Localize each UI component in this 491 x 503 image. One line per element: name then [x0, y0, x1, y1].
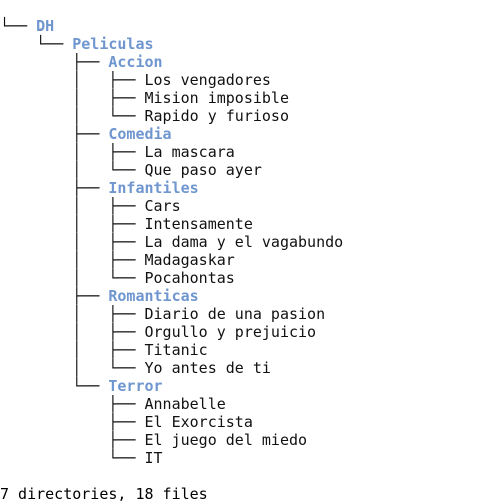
tree-branch-connector: │ ├──: [0, 89, 145, 107]
tree-file-row: │ ├── La dama y el vagabundo: [0, 233, 343, 251]
file-name: Que paso ayer: [144, 161, 262, 179]
file-name: Orgullo y prejuicio: [144, 323, 317, 341]
tree-root-label: .: [36, 17, 46, 35]
tree-branch-connector: │ ├──: [0, 215, 145, 233]
tree-branch-connector: │ ├──: [0, 71, 145, 89]
tree-file-row: │ ├── Diario de una pasion: [0, 305, 343, 323]
file-name: Los vengadores: [144, 71, 271, 89]
file-name: El Exorcista: [144, 413, 253, 431]
tree-directory-row: ├── Accion: [0, 53, 343, 71]
tree-branch-connector: └──: [0, 449, 145, 467]
tree-summary: 7 directories, 18 files: [0, 485, 208, 503]
tree-branch-connector: │ └──: [0, 269, 145, 287]
directory-name: Infantiles: [108, 179, 199, 197]
file-name: Madagaskar: [144, 251, 235, 269]
directory-name: Terror: [108, 377, 163, 395]
directory-name: DH: [36, 17, 55, 35]
directory-name: Comedia: [108, 125, 172, 143]
file-name: Pocahontas: [144, 269, 235, 287]
file-name: Diario de una pasion: [144, 305, 326, 323]
tree-file-row: │ ├── Los vengadores: [0, 71, 343, 89]
tree-directory-row: └── Terror: [0, 377, 343, 395]
file-name: Intensamente: [144, 215, 253, 233]
file-name: Yo antes de ti: [144, 359, 271, 377]
tree-branch-connector: ├──: [0, 413, 145, 431]
tree-branch-connector: │ └──: [0, 359, 145, 377]
tree-branch-connector: ├──: [0, 125, 109, 143]
tree-branch-connector: │ └──: [0, 107, 145, 125]
tree-file-row: │ ├── Titanic: [0, 341, 343, 359]
tree-branch-connector: ├──: [0, 179, 109, 197]
tree-branch-connector: ├──: [0, 431, 145, 449]
tree-file-row: ├── El Exorcista: [0, 413, 343, 431]
tree-directory-row: ├── Comedia: [0, 125, 343, 143]
file-name: La mascara: [144, 143, 235, 161]
file-name: Mision imposible: [144, 89, 290, 107]
tree-directory-row: └── DH: [0, 17, 343, 35]
directory-name: Peliculas: [72, 35, 154, 53]
file-name: IT: [144, 449, 163, 467]
directory-name: Accion: [108, 53, 163, 71]
tree-file-row: │ ├── Cars: [0, 197, 343, 215]
tree-file-row: │ ├── Orgullo y prejuicio: [0, 323, 343, 341]
tree-file-row: └── IT: [0, 449, 343, 467]
tree-branch-connector: │ ├──: [0, 233, 145, 251]
tree-branch-connector: │ ├──: [0, 305, 145, 323]
tree-branch-connector: │ └──: [0, 161, 145, 179]
tree-directory-row: ├── Romanticas: [0, 287, 343, 305]
file-name: Annabelle: [144, 395, 226, 413]
directory-name: Romanticas: [108, 287, 199, 305]
tree-branch-connector: ├──: [0, 287, 109, 305]
tree-branch-connector: └──: [0, 35, 73, 53]
tree-file-row: │ └── Que paso ayer: [0, 161, 343, 179]
tree-file-row: │ └── Yo antes de ti: [0, 359, 343, 377]
tree-root: .: [0, 0, 343, 35]
tree-branch-connector: │ ├──: [0, 197, 145, 215]
file-name: Titanic: [144, 341, 208, 359]
tree-branch-connector: ├──: [0, 395, 145, 413]
tree-branch-connector: └──: [0, 17, 37, 35]
file-name: Rapido y furioso: [144, 107, 290, 125]
tree-directory-row: └── Peliculas: [0, 35, 343, 53]
tree-directory-row: ├── Infantiles: [0, 179, 343, 197]
file-name: El juego del miedo: [144, 431, 308, 449]
tree-file-row: ├── El juego del miedo: [0, 431, 343, 449]
tree-lines: └── DH └── Peliculas ├── Accion │ ├── Lo…: [0, 17, 343, 467]
file-name: Cars: [144, 197, 181, 215]
tree-branch-connector: │ ├──: [0, 323, 145, 341]
tree-file-row: │ └── Pocahontas: [0, 269, 343, 287]
file-name: La dama y el vagabundo: [144, 233, 344, 251]
tree-branch-connector: ├──: [0, 53, 109, 71]
tree-branch-connector: └──: [0, 377, 109, 395]
tree-file-row: ├── Annabelle: [0, 395, 343, 413]
tree-file-row: │ ├── Mision imposible: [0, 89, 343, 107]
tree-file-row: │ ├── Madagaskar: [0, 251, 343, 269]
tree-branch-connector: │ ├──: [0, 143, 145, 161]
directory-tree: . └── DH └── Peliculas ├── Accion │ ├── …: [0, 0, 343, 503]
tree-branch-connector: │ ├──: [0, 251, 145, 269]
tree-file-row: │ └── Rapido y furioso: [0, 107, 343, 125]
tree-file-row: │ ├── La mascara: [0, 143, 343, 161]
tree-file-row: │ ├── Intensamente: [0, 215, 343, 233]
tree-branch-connector: │ ├──: [0, 341, 145, 359]
